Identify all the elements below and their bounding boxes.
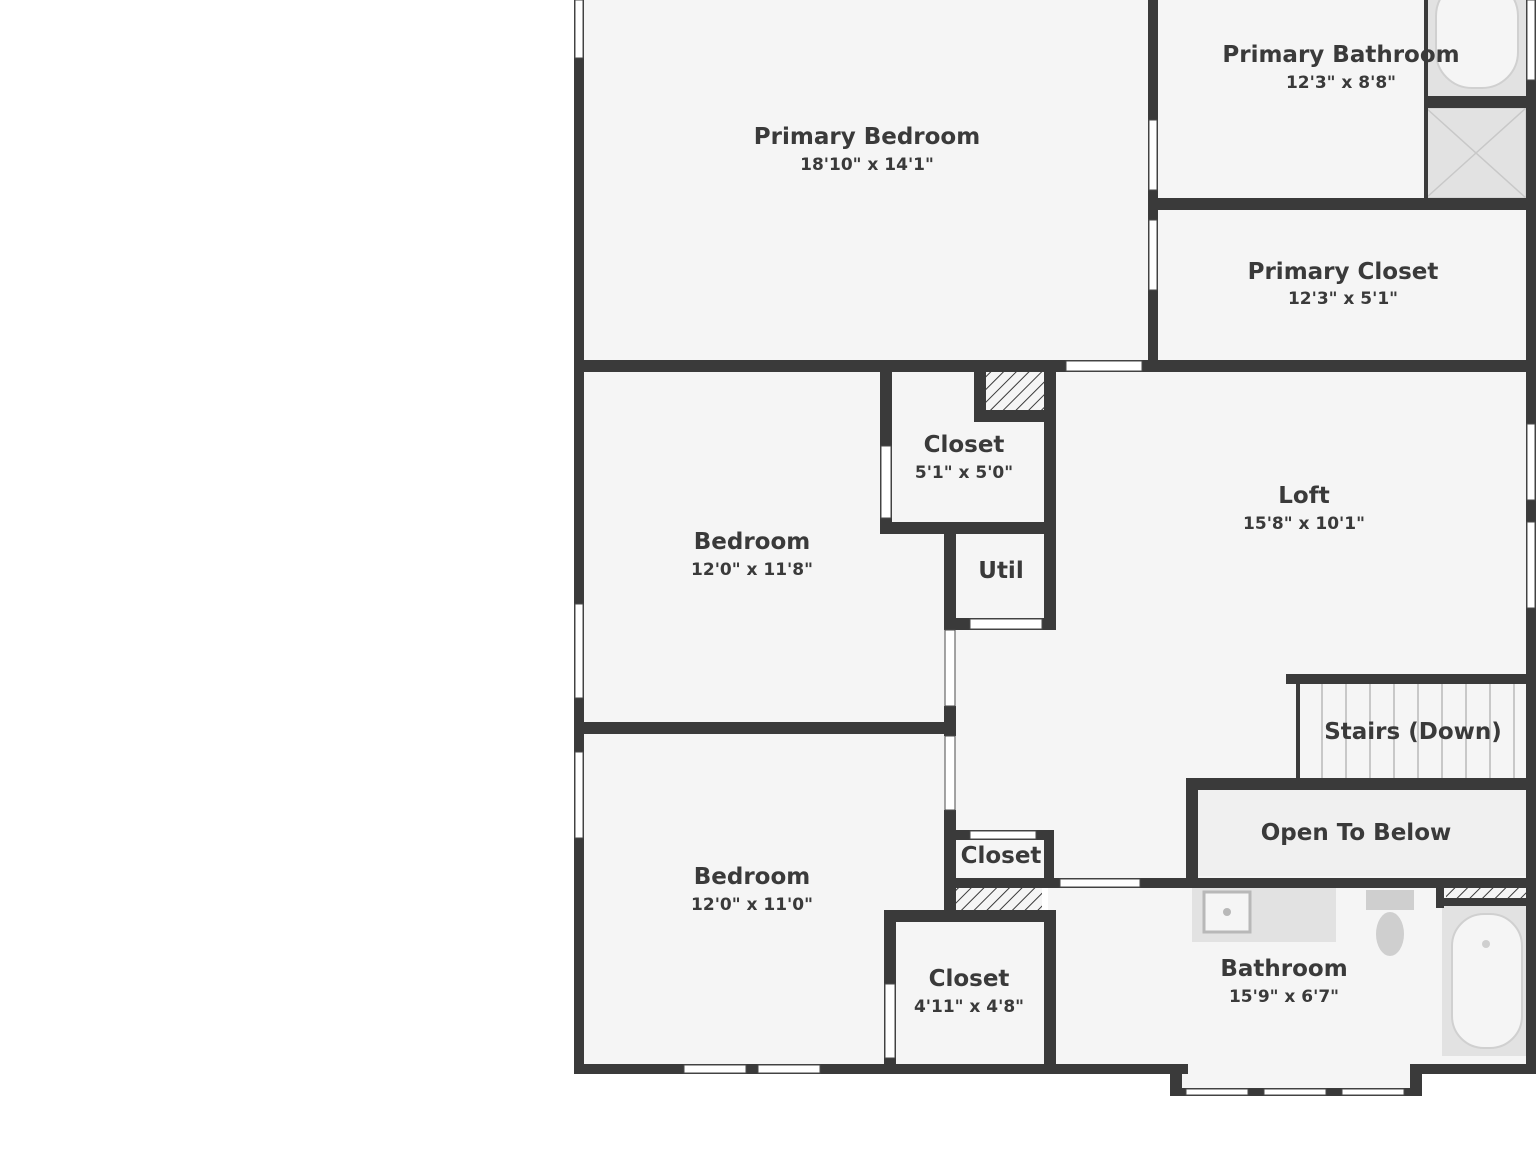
door-util [969, 618, 1043, 630]
window-bay-b [1263, 1088, 1327, 1096]
open-to-below-area [1196, 790, 1528, 876]
toilet-bowl-icon [1376, 912, 1404, 956]
label-bedroom-lower: Bedroom [694, 864, 811, 890]
window-right-a [1526, 0, 1536, 81]
toilet-tank-icon [1366, 890, 1414, 910]
dims-closet-lower: 4'11" x 4'8" [914, 997, 1024, 1017]
window-left-low [574, 751, 584, 839]
window-bottom-a [683, 1064, 747, 1074]
shaft-hatch-bath [1446, 886, 1528, 898]
door-bathroom [1059, 878, 1141, 888]
label-bedroom-upper: Bedroom [694, 529, 811, 555]
door-bedroom-upper [944, 629, 956, 707]
door-closet-upper [880, 445, 892, 519]
dims-loft: 15'8" x 10'1" [1243, 514, 1365, 534]
floor-primary-closet [1156, 204, 1532, 366]
dims-closet-upper: 5'1" x 5'0" [915, 463, 1013, 483]
stair-treads [1321, 684, 1515, 780]
window-bay-a [1185, 1088, 1249, 1096]
label-primary-bathroom: Primary Bathroom [1222, 42, 1459, 68]
door-bedroom-lower [944, 735, 956, 811]
shaft-hatch-lower [954, 888, 1042, 912]
dims-bathroom: 15'9" x 6'7" [1229, 987, 1339, 1007]
sink-drain-icon [1223, 908, 1231, 916]
dims-primary-bedroom: 18'10" x 14'1" [800, 155, 934, 175]
door-primary-bath [1148, 119, 1158, 191]
window-left-mid [574, 603, 584, 699]
door-primary-bedroom [1065, 360, 1143, 372]
label-util: Util [978, 558, 1023, 584]
dims-bedroom-lower: 12'0" x 11'0" [691, 895, 813, 915]
dims-bedroom-upper: 12'0" x 11'8" [691, 560, 813, 580]
label-primary-closet: Primary Closet [1248, 259, 1439, 285]
label-open-to-below: Open To Below [1261, 820, 1452, 846]
label-primary-bedroom: Primary Bedroom [754, 124, 980, 150]
door-closet-small [969, 830, 1037, 840]
floor-closet-lower [890, 916, 1048, 1068]
shaft-hatch-upper [984, 372, 1046, 412]
openings [574, 0, 1536, 1096]
bathtub-drain-icon [1482, 940, 1490, 948]
primary-tub-basin [1435, 0, 1519, 89]
window-right-c [1526, 521, 1536, 609]
fixtures [1192, 0, 1532, 1056]
floor-primary-bedroom [580, 0, 1152, 366]
shower-cross-b [1425, 107, 1527, 199]
window-right-b [1526, 423, 1536, 501]
dims-primary-bathroom: 12'3" x 8'8" [1286, 73, 1396, 93]
label-bathroom: Bathroom [1220, 956, 1347, 982]
label-stairs: Stairs (Down) [1324, 719, 1502, 745]
stairs-area [1296, 684, 1526, 780]
window-bottom-b [757, 1064, 821, 1074]
window-left-top [574, 0, 584, 59]
bathtub-basin [1451, 913, 1523, 1049]
dims-primary-closet: 12'3" x 5'1" [1288, 289, 1398, 309]
door-closet-lower [884, 983, 896, 1059]
door-primary-closet [1148, 219, 1158, 291]
window-bay-c [1341, 1088, 1405, 1096]
label-loft: Loft [1278, 483, 1329, 509]
label-closet-lower: Closet [929, 966, 1010, 992]
label-closet-small: Closet [961, 843, 1042, 869]
label-closet-upper: Closet [924, 432, 1005, 458]
room-labels: Primary Bedroom 18'10" x 14'1" Primary B… [691, 42, 1502, 1017]
